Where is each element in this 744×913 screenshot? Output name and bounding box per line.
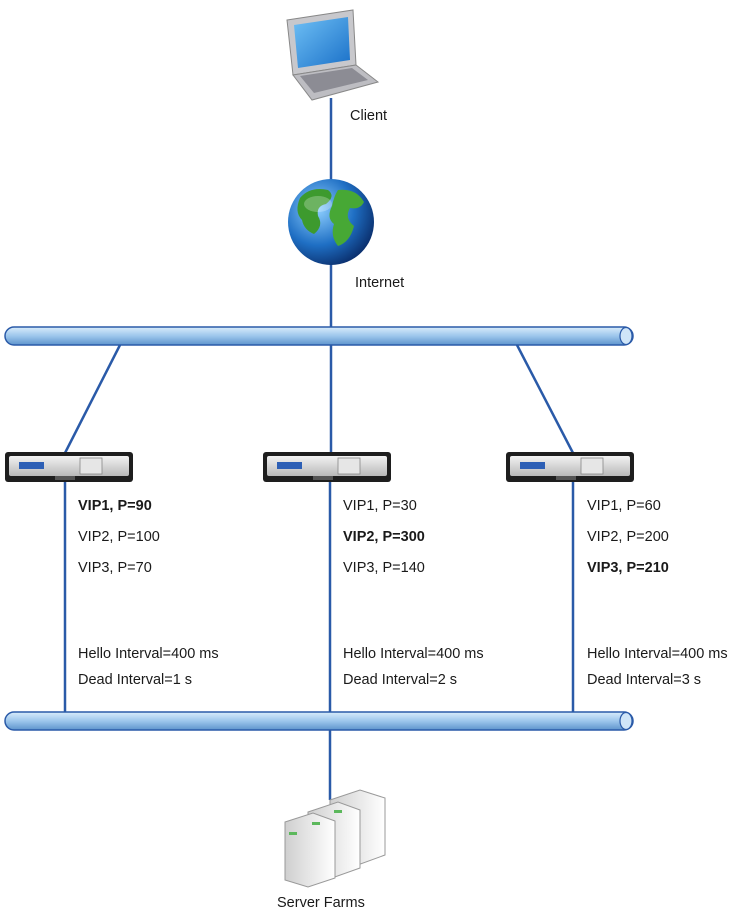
- vip-entry: VIP3, P=70: [78, 560, 152, 576]
- bus-appliance1-link: [63, 344, 122, 454]
- vip-entry: VIP3, P=140: [343, 560, 425, 576]
- connection-lines: [63, 98, 575, 800]
- appliance-1-icon: [5, 452, 133, 482]
- upper-network-bus: [4, 326, 634, 346]
- lower-network-bus: [4, 711, 634, 731]
- hello-interval: Hello Interval=400 ms: [343, 646, 484, 662]
- server-farm-icon: [284, 789, 386, 888]
- vip-entry: VIP2, P=300: [343, 529, 425, 545]
- client-label: Client: [350, 108, 388, 124]
- appliance-icons: [5, 452, 634, 482]
- vip-entry: VIP3, P=210: [587, 560, 669, 576]
- dead-interval: Dead Interval=1 s: [78, 672, 193, 688]
- server-farms-label: Server Farms: [277, 895, 365, 911]
- vip-entry: VIP2, P=100: [78, 529, 160, 545]
- hello-interval: Hello Interval=400 ms: [78, 646, 219, 662]
- laptop-icon: [286, 9, 380, 101]
- dead-interval: Dead Interval=2 s: [343, 672, 458, 688]
- globe-icon: [288, 179, 374, 265]
- internet-label: Internet: [355, 275, 405, 291]
- appliance-2-icon: [263, 452, 391, 482]
- appliance-3-icon: [506, 452, 634, 482]
- vip-entry: VIP1, P=60: [587, 498, 661, 514]
- hello-interval: Hello Interval=400 ms: [587, 646, 728, 662]
- vip-entry: VIP2, P=200: [587, 529, 669, 545]
- vip-entry: VIP1, P=90: [78, 498, 152, 514]
- dead-interval: Dead Interval=3 s: [587, 672, 702, 688]
- bus-appliance3-link: [515, 344, 575, 454]
- vip-entry: VIP1, P=30: [343, 498, 417, 514]
